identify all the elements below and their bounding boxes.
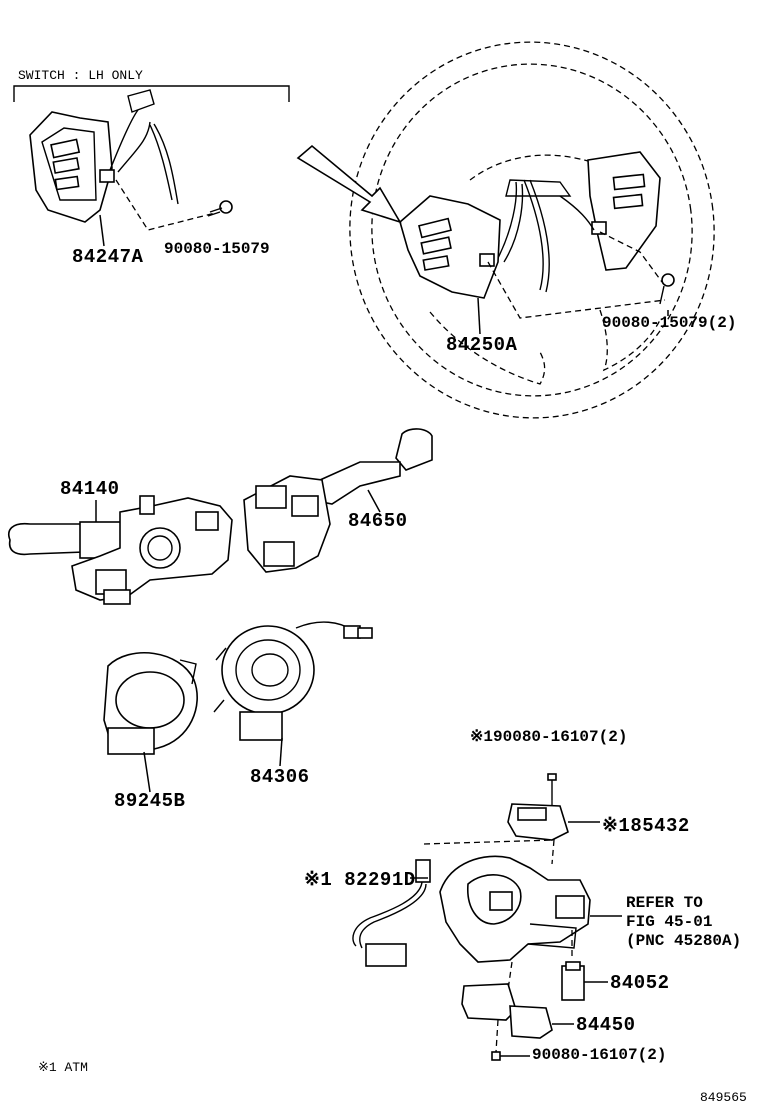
transponder-key-amplifier-icon	[461, 983, 553, 1039]
screw-icon	[207, 200, 233, 217]
screw-icon	[491, 1051, 501, 1061]
steering-wheel-icon	[349, 41, 715, 419]
refer-line-2[interactable]: FIG 45-01	[626, 913, 713, 931]
wheel-switch-lh-icon	[399, 195, 501, 299]
sensor-ring-icon	[103, 652, 198, 755]
ignition-key-cylinder-icon	[561, 961, 585, 1001]
wire-harness-icon	[352, 859, 431, 967]
part-label-90080-16107-bottom[interactable]: 90080-16107(2)	[532, 1046, 667, 1064]
figure-number: 849565	[700, 1090, 747, 1105]
pointer-arrow-icon	[296, 144, 402, 224]
screw-icon	[659, 273, 675, 305]
screw-icon	[547, 773, 557, 800]
switch-note-label: SWITCH : LH ONLY	[18, 68, 143, 83]
part-label-85432[interactable]: ※185432	[602, 815, 690, 837]
wire-harness-icon	[497, 179, 595, 293]
switch-note-bracket	[13, 85, 290, 102]
ignition-switch-icon	[439, 855, 591, 963]
part-label-84450[interactable]: 84450	[576, 1014, 636, 1036]
part-label-84247A[interactable]: 84247A	[72, 246, 144, 268]
wheel-switch-rh-icon	[587, 151, 661, 271]
part-label-82291D[interactable]: ※1 82291D	[304, 869, 416, 891]
part-label-84306[interactable]: 84306	[250, 766, 310, 788]
key-unlock-warning-switch-icon	[507, 803, 569, 841]
part-label-90080-16107-top[interactable]: ※190080-16107(2)	[470, 728, 628, 746]
part-label-89245B[interactable]: 89245B	[114, 790, 186, 812]
wiper-switch-icon	[243, 428, 433, 573]
footnote-label: ※1 ATM	[38, 1060, 88, 1075]
part-label-90080-15079[interactable]: 90080-15079	[164, 240, 270, 258]
part-label-84140[interactable]: 84140	[60, 478, 120, 500]
part-label-84052[interactable]: 84052	[610, 972, 670, 994]
wheel-switch-lh-icon	[29, 89, 179, 223]
spiral-cable-icon	[213, 621, 373, 741]
part-label-84250A[interactable]: 84250A	[446, 334, 518, 356]
part-label-84650[interactable]: 84650	[348, 510, 408, 532]
turn-signal-switch-icon	[8, 495, 233, 605]
refer-line-3[interactable]: (PNC 45280A)	[626, 932, 742, 950]
refer-line-1[interactable]: REFER TO	[626, 894, 703, 912]
part-label-90080-15079-2[interactable]: 90080-15079(2)	[602, 314, 737, 332]
